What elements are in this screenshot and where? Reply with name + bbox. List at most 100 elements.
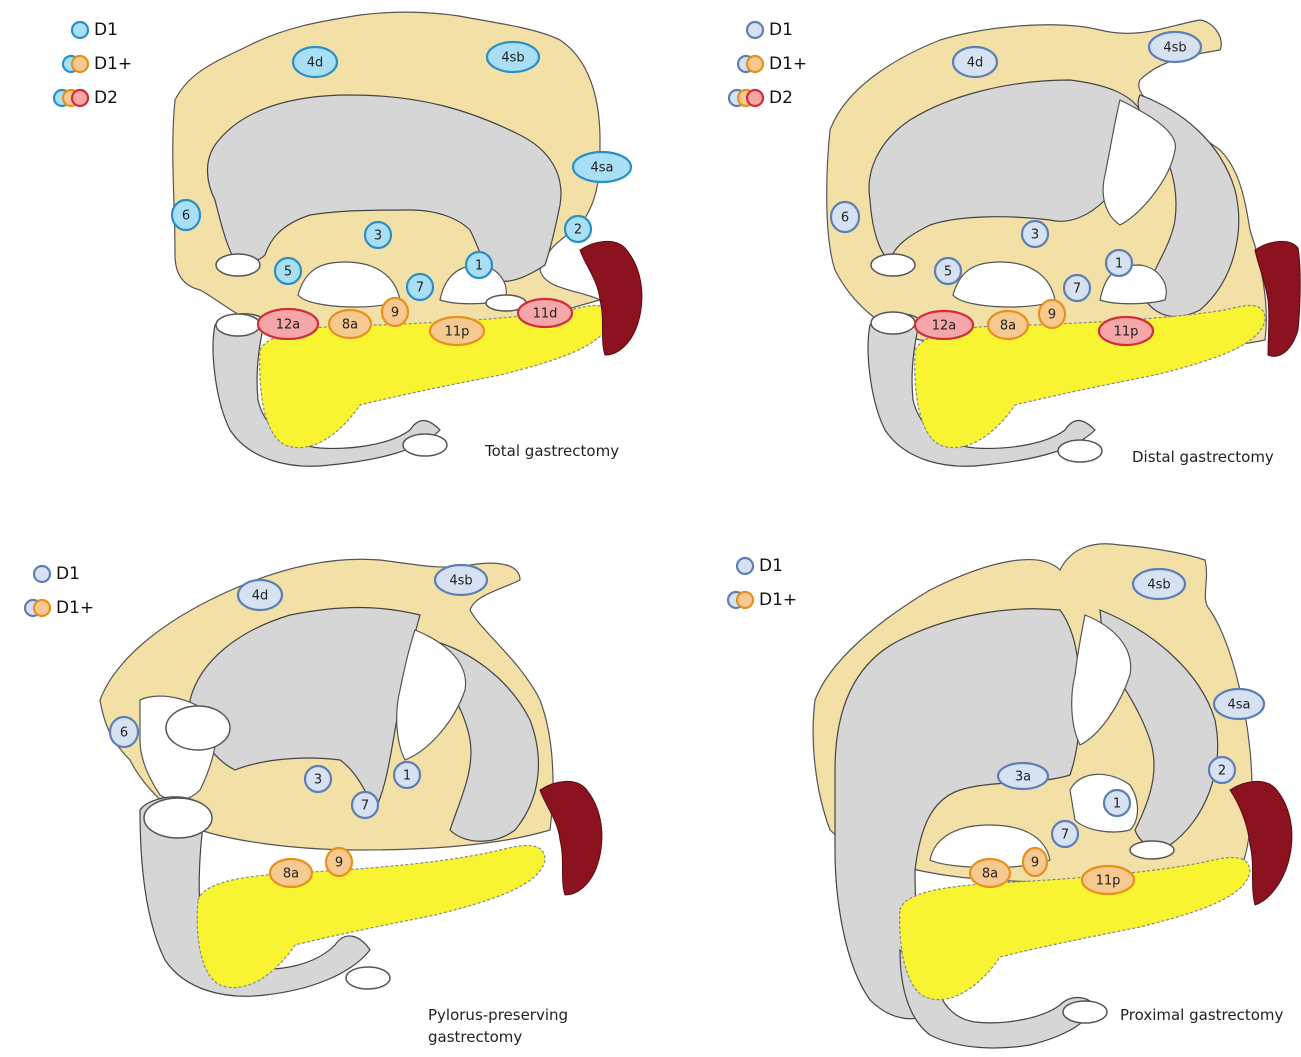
lymph-node-4d: 4d	[238, 580, 282, 610]
lymph-node-9: 9	[1039, 300, 1065, 328]
lymph-node-label: 6	[120, 726, 128, 741]
panel-caption: Total gastrectomy	[484, 442, 619, 460]
lymph-node-label: 11p	[1114, 325, 1139, 340]
lymph-node-4sb: 4sb	[1149, 32, 1201, 62]
lymph-node-label: 11p	[445, 325, 470, 340]
panel-distal: Distal gastrectomy	[827, 20, 1301, 466]
lymph-node-label: 4sb	[1147, 578, 1170, 593]
legend-swatch	[72, 22, 88, 38]
legend-swatch	[747, 22, 763, 38]
legend-item-d1-plus: D1+	[728, 590, 797, 610]
lymph-node-label: 4d	[307, 56, 324, 71]
jejunum-lumen	[1058, 440, 1102, 462]
lymph-node-label: 8a	[1000, 319, 1016, 334]
lymph-node-label: 3	[374, 229, 382, 244]
lymph-node-label: 1	[1113, 797, 1121, 812]
lymph-node-11p: 11p	[430, 317, 484, 345]
lymph-node-label: 8a	[283, 867, 299, 882]
lymph-node-label: 12a	[276, 318, 301, 333]
legend-label: D1	[759, 556, 783, 576]
lymph-node-label: 4d	[252, 589, 269, 604]
splenic-vessel-lumen	[1130, 841, 1174, 859]
lymph-node-3: 3	[1022, 221, 1048, 247]
lymph-node-label: 9	[1048, 308, 1056, 323]
pylorus-lumen	[871, 254, 915, 276]
legend-label: D1	[56, 564, 80, 584]
legend-swatch	[737, 592, 753, 608]
lymph-node-1: 1	[394, 762, 420, 788]
legend-item-d2: D2	[729, 88, 793, 108]
lymph-node-1: 1	[466, 252, 492, 278]
legend-item-d1: D1	[72, 20, 118, 40]
lymph-node-2: 2	[1209, 757, 1235, 783]
lymph-node-label: 9	[391, 306, 399, 321]
lymph-node-label: 9	[335, 856, 343, 871]
pancreas-shape	[197, 846, 545, 988]
lymph-node-label: 8a	[342, 318, 358, 333]
lymph-node-label: 1	[403, 769, 411, 784]
legend-item-d1: D1	[747, 20, 793, 40]
lymph-node-1: 1	[1106, 250, 1132, 276]
lymph-node-8a: 8a	[270, 859, 312, 887]
lymph-node-label: 5	[284, 265, 292, 280]
legend-swatch	[747, 56, 763, 72]
legend-label: D1	[94, 20, 118, 40]
lymph-node-label: 5	[944, 265, 952, 280]
lymph-node-11p: 11p	[1099, 317, 1153, 345]
lymph-node-5: 5	[935, 258, 961, 284]
panel-caption: Pylorus-preserving	[428, 1006, 568, 1024]
lymph-node-label: 7	[361, 799, 369, 814]
legend-swatch	[72, 56, 88, 72]
jejunum-lumen	[1063, 1001, 1107, 1023]
lymph-node-4sa: 4sa	[1214, 689, 1264, 719]
legend-label: D1	[769, 20, 793, 40]
lymph-node-label: 1	[1115, 257, 1123, 272]
legend-label: D1+	[56, 598, 94, 618]
lymph-node-7: 7	[1064, 275, 1090, 301]
lymph-node-label: 4sb	[449, 574, 472, 589]
lymph-node-9: 9	[326, 848, 352, 876]
lymph-node-label: 4sa	[1227, 698, 1250, 713]
lymph-node-4d: 4d	[953, 47, 997, 77]
lymph-node-label: 4sa	[590, 161, 613, 176]
lymph-node-6: 6	[831, 202, 859, 232]
legend-swatch	[34, 600, 50, 616]
legend-label: D1+	[769, 54, 807, 74]
lymph-node-3: 3	[365, 222, 391, 248]
legend-item-d1: D1	[737, 556, 783, 576]
legend-label: D1+	[94, 54, 132, 74]
lymph-node-label: 7	[1061, 828, 1069, 843]
lymph-node-label: 3	[314, 773, 322, 788]
lymph-node-label: 12a	[932, 319, 957, 334]
lymph-node-2: 2	[565, 216, 591, 242]
lymph-node-label: 11p	[1096, 874, 1121, 889]
panel-caption: gastrectomy	[428, 1028, 522, 1046]
legend-label: D2	[94, 88, 118, 108]
lymph-node-label: 3a	[1015, 770, 1031, 785]
lymph-node-7: 7	[407, 274, 433, 300]
lymph-node-4sa: 4sa	[573, 152, 631, 182]
panel-pylorus: Pylorus-preserving gastrectomy	[100, 559, 602, 1046]
legend-item-d1: D1	[34, 564, 80, 584]
pylorus-lumen	[216, 254, 260, 276]
panel-proximal: Proximal gastrectomy	[813, 544, 1292, 1048]
lymph-node-12a: 12a	[258, 309, 318, 339]
lymph-node-1: 1	[1104, 790, 1130, 816]
pancreas-shape	[900, 858, 1250, 1000]
lymph-node-8a: 8a	[970, 859, 1010, 887]
lymph-node-4d: 4d	[293, 47, 337, 77]
lymph-node-11d: 11d	[518, 299, 572, 327]
duodenal-stump-lumen	[871, 312, 915, 334]
lymph-node-7: 7	[1052, 821, 1078, 847]
legend-item-d2: D2	[54, 88, 118, 108]
lymph-node-9: 9	[1023, 848, 1047, 876]
legend-swatch	[737, 558, 753, 574]
lymph-node-6: 6	[110, 717, 138, 747]
lymph-node-label: 7	[1073, 282, 1081, 297]
duodenal-lumen	[144, 798, 212, 838]
lymph-node-label: 4sb	[1163, 41, 1186, 56]
